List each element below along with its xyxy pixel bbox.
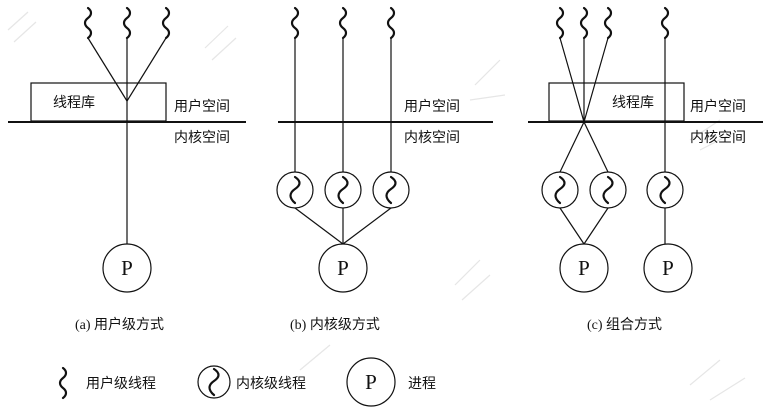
kernel-space-label: 内核空间: [690, 130, 746, 146]
connector-line: [583, 121, 609, 173]
kernel-thread-icon: [276, 171, 314, 209]
panel-c-combined: 线程库 用户空间 内核空间 P P (c) 组合方式: [528, 6, 763, 333]
caption-b: (b) 内核级方式: [290, 317, 380, 333]
process-circle: [318, 243, 368, 293]
legend-kernel-thread-icon: [197, 365, 231, 399]
process-circle: [102, 243, 152, 293]
legend-kernel-thread-label: 内核级线程: [236, 376, 306, 392]
connector-line: [126, 37, 167, 102]
kernel-space-label: 内核空间: [404, 130, 460, 146]
legend-user-thread-icon: [58, 366, 68, 400]
kernel-thread-icon: [372, 171, 410, 209]
panel-a-user-level: 线程库 用户空间 内核空间 P (a) 用户级方式: [8, 6, 246, 333]
caption-a: (a) 用户级方式: [75, 316, 164, 333]
user-thread-icon: [603, 6, 613, 40]
connector-line: [559, 37, 585, 123]
user-thread-icon: [338, 6, 348, 40]
connector-line: [583, 207, 609, 245]
watermark: [7, 11, 746, 401]
connector-line: [583, 37, 609, 123]
legend-process-circle: [346, 357, 396, 407]
legend-user-thread-label: 用户级线程: [86, 375, 156, 392]
user-space-label: 用户空间: [174, 98, 230, 115]
user-thread-icon: [579, 6, 589, 40]
connector-line: [342, 207, 392, 245]
user-thread-icon: [290, 6, 300, 40]
connector-line: [87, 37, 128, 102]
kernel-thread-icon: [324, 171, 362, 209]
thread-library-box: [30, 82, 167, 122]
legend-process-label: 进程: [408, 376, 436, 392]
process-circle: [559, 243, 609, 293]
process-label: P: [121, 256, 133, 280]
kernel-thread-icon: [646, 171, 684, 209]
user-space-label: 用户空间: [404, 98, 460, 115]
user-thread-icon: [83, 6, 93, 40]
process-circle: [643, 243, 693, 293]
process-label: P: [337, 256, 349, 280]
thread-library-label: 线程库: [612, 95, 654, 111]
legend-process-symbol: P: [365, 370, 377, 394]
kernel-thread-icon: [541, 171, 579, 209]
connector-line: [559, 121, 585, 173]
user-thread-icon: [660, 6, 670, 40]
caption-c: (c) 组合方式: [587, 317, 662, 333]
connector-line: [294, 207, 344, 245]
process-label: P: [578, 256, 590, 280]
legend: 用户级线程 内核级线程 P 进程: [58, 357, 436, 407]
user-thread-icon: [386, 6, 396, 40]
panel-b-kernel-level: 用户空间 内核空间 P (b) 内核级方式: [276, 6, 493, 333]
connector-line: [559, 207, 585, 245]
kernel-thread-icon: [589, 171, 627, 209]
user-thread-icon: [122, 6, 132, 40]
user-thread-icon: [161, 6, 171, 40]
user-space-label: 用户空间: [690, 98, 746, 115]
thread-library-label: 线程库: [53, 95, 95, 111]
user-thread-icon: [555, 6, 565, 40]
process-label: P: [662, 256, 674, 280]
kernel-space-label: 内核空间: [174, 130, 230, 146]
